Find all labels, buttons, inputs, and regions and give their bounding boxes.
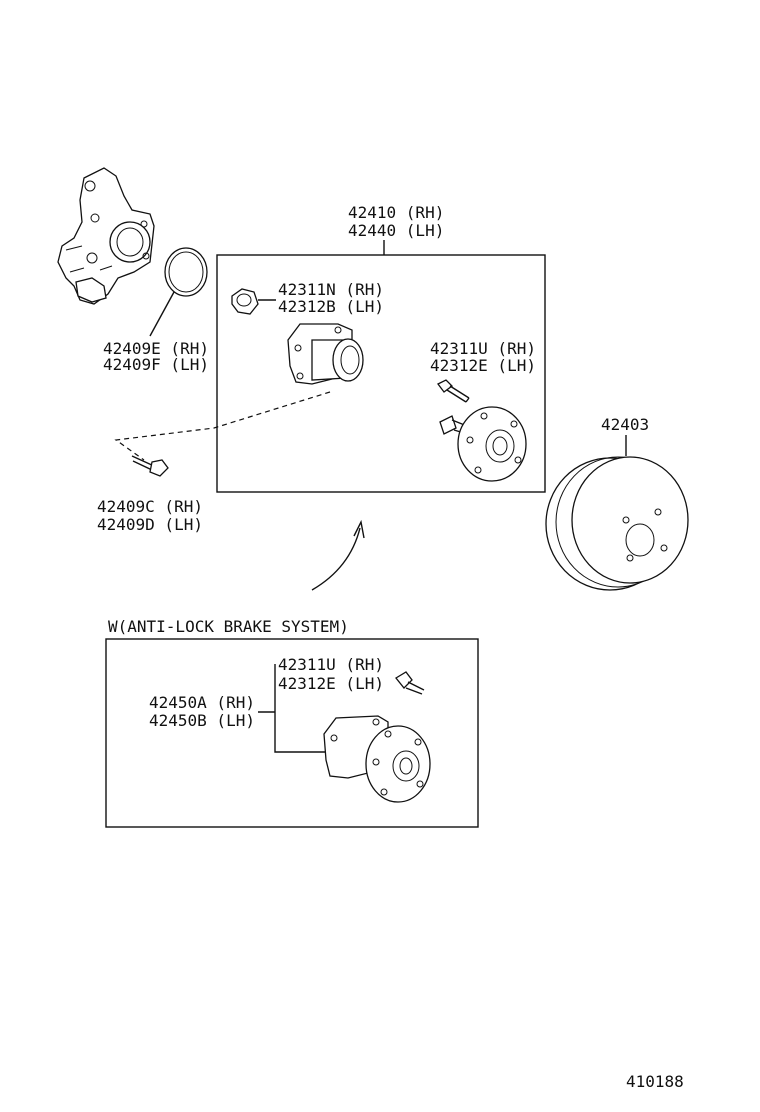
abs-bolt-rh-label: 42311U (RH) [278,655,384,674]
oring-rh-label: 42409E (RH) [103,339,209,358]
mount-bolt-icon [131,455,169,477]
axle-hub-icon [439,406,527,482]
brake-drum-icon [545,456,689,591]
abs-bolt-lh-label: 42312E (LH) [278,674,384,693]
hub-assy-lh-label: 42440 (LH) [348,221,444,240]
diagram-number: 410188 [626,1072,684,1091]
abs-hub-lh-label: 42450B (LH) [149,711,255,730]
nut-lh-label: 42312B (LH) [278,297,384,316]
arrow-icon [311,519,365,591]
abs-box [105,638,479,828]
abs-title: W(ANTI-LOCK BRAKE SYSTEM) [108,617,349,636]
bearing-housing-icon [287,323,364,385]
abs-hub-rh-label: 42450A (RH) [149,693,255,712]
bolt-rh-label: 42311U (RH) [430,339,536,358]
bolt-lh-label: 42312E (LH) [430,356,536,375]
hub-bolt-icon [437,379,470,403]
oring-lh-label: 42409F (LH) [103,355,209,374]
hub-nut-icon [231,288,259,315]
hub-assembly-box [216,254,546,493]
abs-hub-icon [323,715,431,803]
abs-hub-bolt-icon [395,671,425,695]
mount-bolt-rh-label: 42409C (RH) [97,497,203,516]
knuckle-icon [57,167,155,305]
o-ring-icon [164,247,208,297]
hub-assy-rh-label: 42410 (RH) [348,203,444,222]
mount-bolt-lh-label: 42409D (LH) [97,515,203,534]
nut-rh-label: 42311N (RH) [278,280,384,299]
drum-label: 42403 [601,415,649,434]
